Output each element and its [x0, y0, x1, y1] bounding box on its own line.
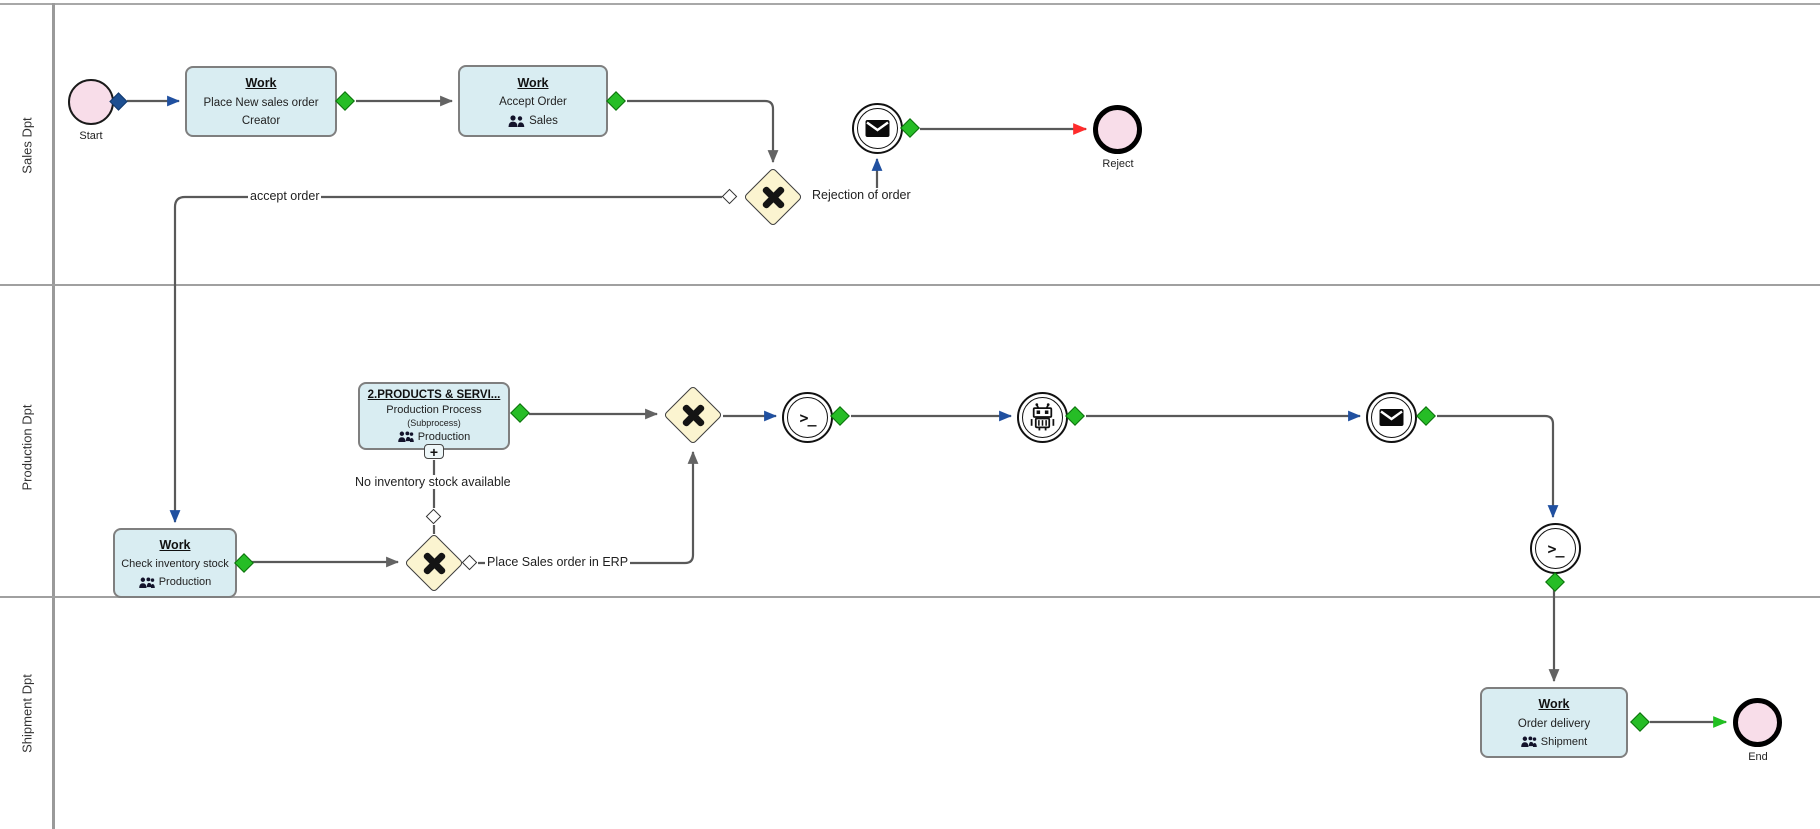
flow-message2-to-script2[interactable] [1437, 414, 1559, 519]
task-line: Creator [241, 114, 281, 127]
flow-label-accept-order: accept order [248, 189, 322, 203]
flow-accept-order-to-gateway[interactable] [627, 99, 779, 164]
x-icon [672, 394, 714, 436]
task-title: Work [159, 538, 191, 552]
task-production-subprocess[interactable]: 2.PRODUCTS & SERVI... Production Process… [358, 382, 510, 450]
lane-divider [0, 284, 1820, 286]
event-inner-ring [856, 107, 899, 150]
task-title: 2.PRODUCTS & SERVI... [367, 389, 501, 402]
flow-accept-order-branch[interactable] [169, 195, 722, 524]
task-line: Order delivery [1517, 717, 1591, 730]
task-place-new-sales-order[interactable]: Work Place New sales order Creator [185, 66, 337, 137]
people-icon [138, 576, 155, 588]
people-icon [508, 114, 525, 127]
flow-label-no-inventory: No inventory stock available [353, 475, 513, 489]
flow-erp-to-gateway[interactable] [478, 450, 699, 565]
task-assignee: Production [158, 576, 212, 588]
task-line: Accept Order [499, 96, 567, 108]
task-line: Production Process [386, 403, 482, 416]
script-intermediate-event[interactable]: >_ [782, 392, 833, 443]
start-event-label: Start [79, 130, 103, 142]
task-title: Work [517, 75, 549, 90]
task-assignee: Sales [529, 114, 558, 127]
event-inner-ring [1534, 527, 1577, 570]
people-icon [1520, 736, 1537, 748]
people-icon [397, 431, 414, 443]
lane-divider [0, 596, 1820, 598]
task-assignee: Production [417, 430, 471, 443]
start-event[interactable] [68, 79, 114, 125]
task-accept-order[interactable]: Work Accept Order Sales [458, 65, 608, 137]
task-check-inventory[interactable]: Work Check inventory stock Production [113, 528, 237, 598]
flow-label-place-sales-erp: Place Sales order in ERP [485, 555, 631, 569]
script-intermediate-event-2[interactable]: >_ [1530, 523, 1581, 574]
task-line: Place New sales order [203, 96, 319, 109]
pool-top-border [0, 3, 1820, 5]
task-line: Check inventory stock [121, 558, 229, 570]
flow-label-rejection: Rejection of order [810, 188, 913, 202]
task-title: Work [1538, 697, 1570, 712]
event-inner-ring [786, 396, 829, 439]
task-order-delivery[interactable]: Work Order delivery Shipment [1480, 687, 1628, 758]
x-icon [413, 542, 455, 584]
reject-end-event[interactable] [1093, 105, 1142, 154]
event-inner-ring [1370, 396, 1413, 439]
robot-intermediate-event[interactable] [1017, 392, 1068, 443]
x-icon [752, 176, 794, 218]
lane-label-divider [52, 3, 55, 829]
end-event-label: End [1748, 751, 1768, 763]
event-inner-ring [1021, 396, 1064, 439]
reject-event-label: Reject [1102, 158, 1134, 170]
task-assignee: Shipment [1540, 735, 1588, 748]
message-intermediate-event[interactable] [852, 103, 903, 154]
end-event[interactable] [1733, 698, 1782, 747]
task-title: Work [245, 76, 277, 91]
subprocess-expand-icon[interactable]: + [424, 444, 444, 459]
task-subtitle: (Subprocess) [407, 418, 461, 429]
message-intermediate-event-2[interactable] [1366, 392, 1417, 443]
